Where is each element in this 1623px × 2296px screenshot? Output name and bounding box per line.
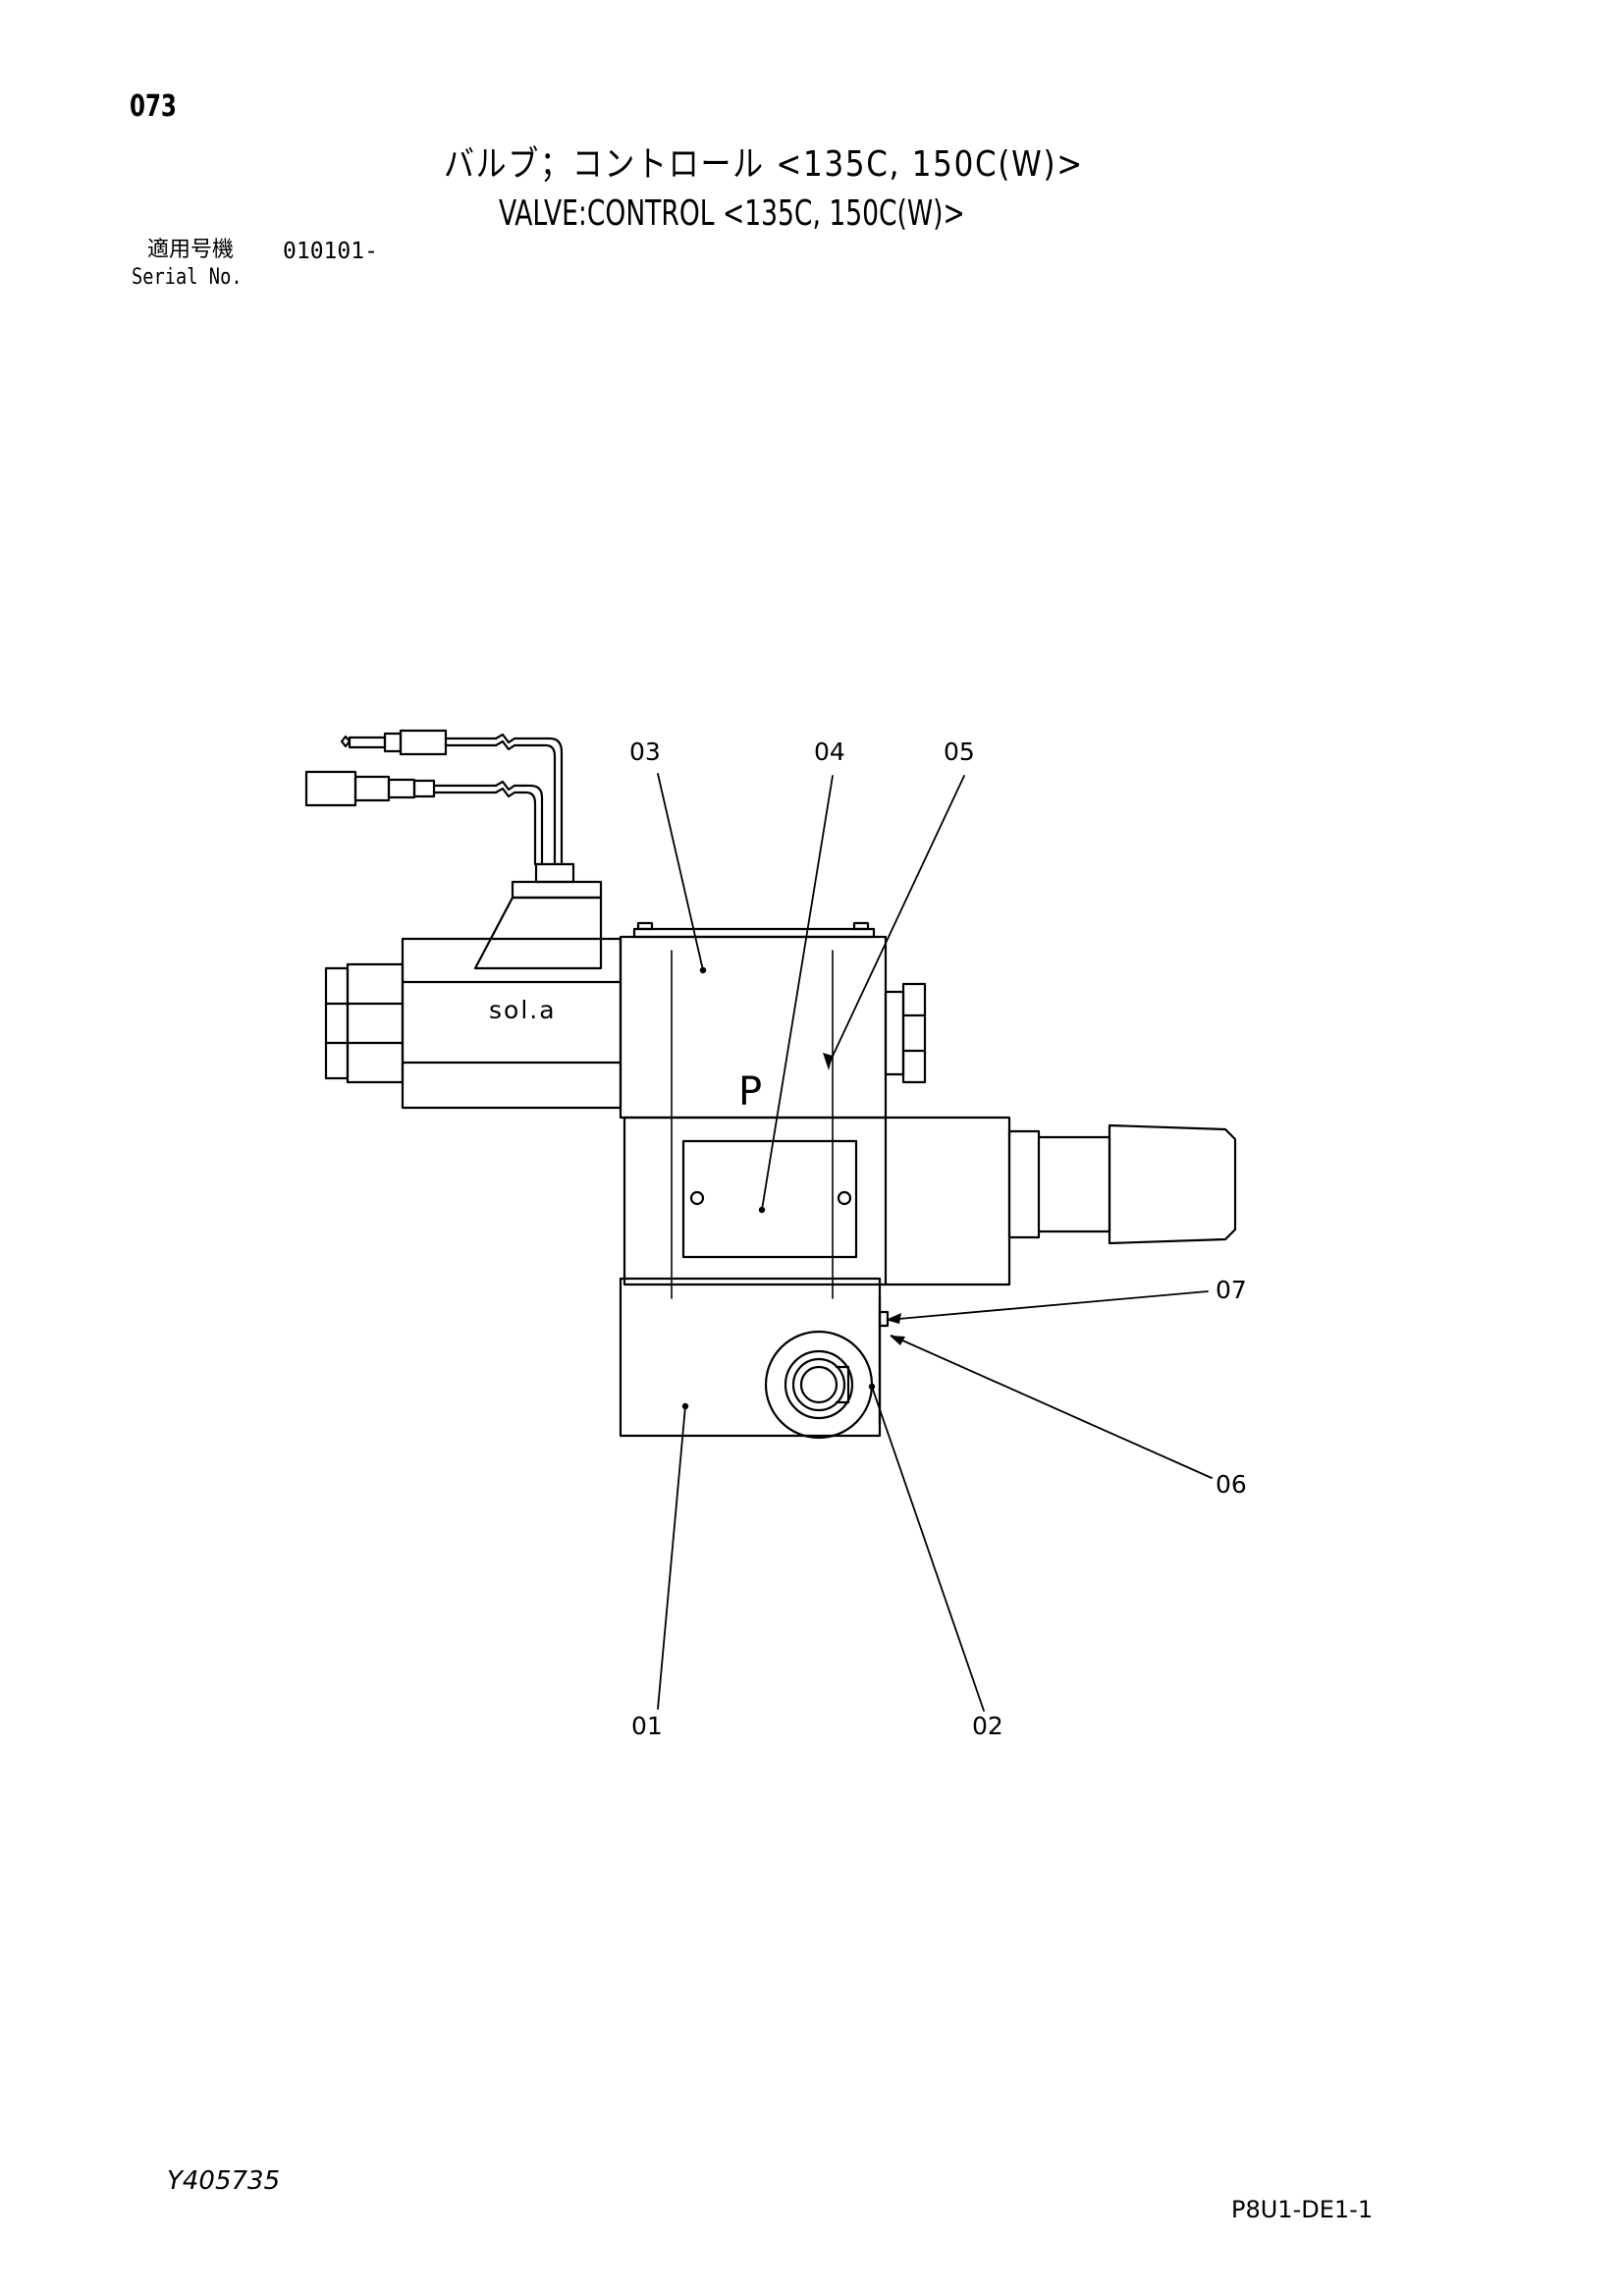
page-number: 073 bbox=[130, 89, 177, 124]
serial-label-japanese: 適用号機 bbox=[147, 238, 235, 262]
middle-valve-body bbox=[622, 1116, 1237, 1286]
upper-valve-body bbox=[619, 921, 927, 1120]
serial-number-value: 010101- bbox=[283, 239, 378, 264]
callout-06: 06 bbox=[1216, 1470, 1247, 1499]
sheet-code: P8U1-DE1-1 bbox=[1231, 2196, 1374, 2223]
callout-04: 04 bbox=[814, 738, 845, 766]
lower-valve-body bbox=[619, 1277, 890, 1440]
solenoid-label: sol.a bbox=[489, 996, 557, 1024]
title-english: VALVE:CONTROL <135C, 150C(W)> bbox=[499, 193, 965, 234]
arrow-heads bbox=[823, 1053, 905, 1345]
solenoid-connector bbox=[473, 862, 603, 970]
title-japanese: バルブ；コントロール <135C, 150C(W)> bbox=[444, 144, 1084, 185]
leader-lines bbox=[657, 773, 1213, 1712]
solenoid-body bbox=[324, 937, 622, 1110]
serial-label-english: Serial No. bbox=[132, 265, 243, 290]
port-label: P bbox=[738, 1069, 762, 1115]
callout-02: 02 bbox=[972, 1712, 1003, 1740]
callout-07: 07 bbox=[1216, 1276, 1247, 1304]
callout-01: 01 bbox=[631, 1712, 663, 1740]
leader-dots bbox=[681, 966, 876, 1410]
callout-labels: 03 04 05 07 06 01 02 bbox=[629, 738, 1247, 1740]
wires bbox=[494, 733, 564, 866]
center-lines bbox=[671, 950, 834, 1299]
connector-plugs bbox=[304, 729, 498, 807]
drawing-code: Y405735 bbox=[167, 2166, 281, 2196]
callout-03: 03 bbox=[629, 738, 661, 766]
callout-05: 05 bbox=[944, 738, 975, 766]
